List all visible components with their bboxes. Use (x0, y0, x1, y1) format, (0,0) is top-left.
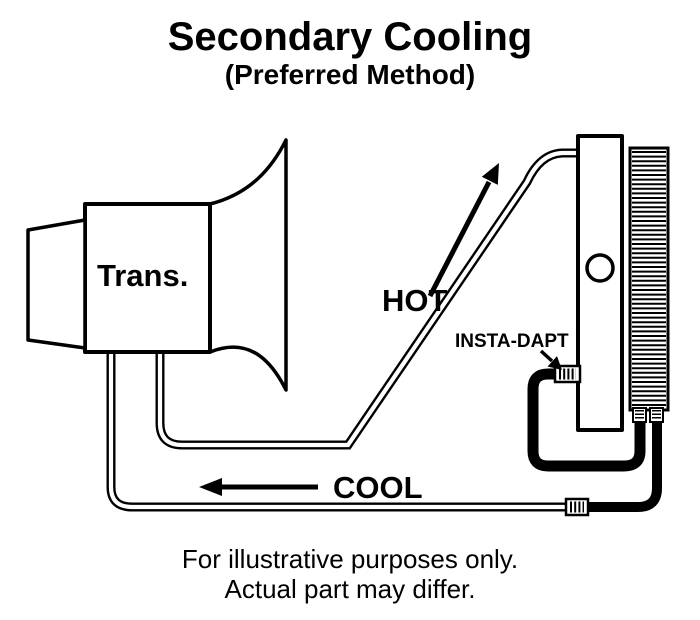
cooler-fitting-right (649, 407, 664, 423)
disclaimer-line1: For illustrative purposes only. (182, 544, 518, 574)
cooler-body (630, 148, 668, 410)
insta-dapt-label: INSTA-DAPT (455, 331, 569, 352)
cooler-fitting-left (632, 407, 647, 423)
insta-dapt-pointer-arrow (539, 349, 562, 370)
bell-housing (208, 138, 288, 392)
hot-flow-arrow (427, 163, 499, 298)
auxiliary-cooler (628, 146, 670, 412)
radiator-filler-neck (585, 253, 615, 283)
hot-label: HOT (382, 283, 448, 318)
cool-return-hose (106, 340, 578, 512)
cool-flow-arrow (199, 478, 318, 496)
cooler-return-thick-hose (586, 418, 662, 512)
trans-label: Trans. (97, 258, 188, 293)
transmission-body (83, 202, 212, 354)
hot-line-hose (155, 148, 590, 450)
diagram-title: Secondary Cooling (168, 15, 533, 59)
cool-label: COOL (333, 470, 423, 505)
insta-dapt-bypass-hose (527, 368, 646, 472)
radiator (576, 134, 624, 432)
transmission-tailhousing (26, 218, 87, 350)
insta-dapt-fitting (553, 364, 582, 384)
inline-hose-fitting (564, 497, 590, 517)
diagram-subtitle: (Preferred Method) (225, 59, 475, 90)
disclaimer-line2: Actual part may differ. (225, 574, 476, 604)
